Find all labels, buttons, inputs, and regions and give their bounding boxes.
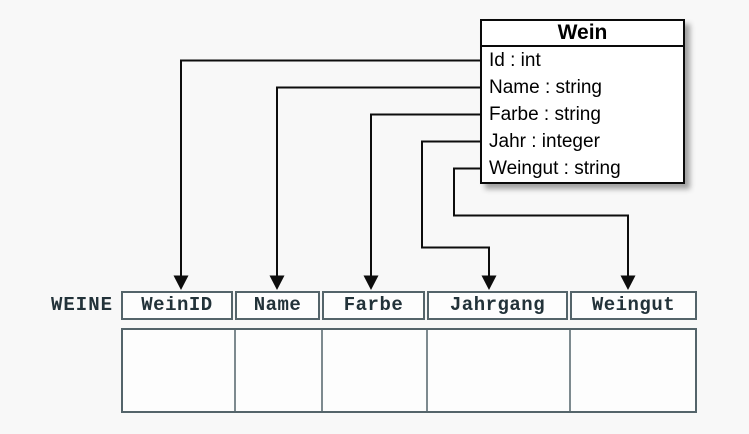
arrow-jahr-to-jahrgang: [421, 140, 490, 277]
table-body-row: [121, 328, 697, 413]
empty-cell-name: [234, 330, 321, 411]
table-name-label: WEINE: [50, 294, 113, 316]
arrowhead-weinid: [173, 275, 189, 290]
column-header-name: Name: [235, 291, 320, 320]
arrow-id-to-weinid: [180, 59, 481, 277]
class-attribute-name: Name : string: [489, 77, 602, 98]
arrow-name-to-name: [276, 86, 481, 277]
class-attribute-jahr: Jahr : integer: [489, 131, 600, 152]
empty-cell-weinid: [123, 330, 234, 411]
class-title: Wein: [482, 21, 683, 47]
arrowhead-weingut: [620, 275, 636, 290]
empty-cell-weingut: [569, 330, 695, 411]
column-header-farbe: Farbe: [322, 291, 425, 320]
table-header-row: WeinID Name Farbe Jahrgang Weingut: [121, 291, 697, 320]
column-header-weingut: Weingut: [570, 291, 697, 320]
column-header-jahrgang: Jahrgang: [427, 291, 568, 320]
column-header-weinid: WeinID: [121, 291, 233, 320]
arrowhead-jahrgang: [481, 275, 497, 290]
arrowhead-farbe: [363, 275, 379, 290]
class-attribute-farbe: Farbe : string: [489, 104, 601, 125]
arrow-farbe-to-farbe: [370, 113, 481, 277]
empty-cell-jahrgang: [426, 330, 569, 411]
class-box-wein: Wein Id : int Name : string Farbe : stri…: [480, 19, 685, 184]
arrowhead-name: [269, 275, 285, 290]
class-attribute-id: Id : int: [489, 50, 541, 71]
empty-cell-farbe: [321, 330, 426, 411]
arrow-weingut-to-weingut: [453, 167, 629, 277]
class-attribute-weingut: Weingut : string: [489, 158, 621, 179]
